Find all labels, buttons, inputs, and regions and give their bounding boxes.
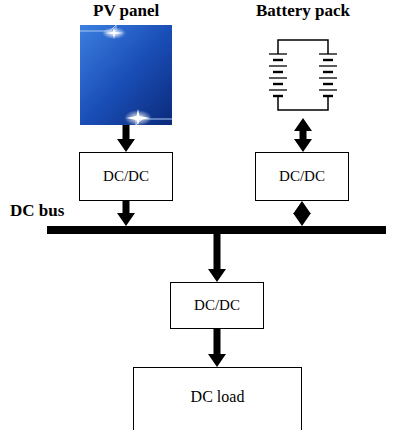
battery-pack: Battery pack — [266, 32, 340, 118]
cell-plate — [269, 77, 287, 78]
cell-plate — [269, 89, 287, 90]
cell-plate — [273, 71, 283, 73]
glare — [124, 110, 152, 125]
converter-label: DC/DC — [103, 168, 149, 185]
cell-plate — [319, 65, 337, 66]
converter-box: DC/DC — [170, 282, 264, 329]
cell-plate — [323, 83, 333, 85]
flow-arrow — [208, 329, 226, 367]
pv-panel-picture — [80, 25, 172, 125]
cell-plate — [273, 83, 283, 85]
cell-plate — [323, 71, 333, 73]
cell-plate — [269, 53, 287, 54]
battery-symbol — [266, 32, 340, 118]
cell-plate — [323, 59, 333, 61]
component-heading: Battery pack — [256, 1, 350, 21]
pv-panel: PV panel — [80, 25, 172, 125]
cell-plate — [319, 77, 337, 78]
flow-arrow — [117, 125, 135, 152]
flow-arrow — [208, 234, 226, 282]
glint — [126, 109, 150, 125]
load-label: DC load — [191, 388, 245, 406]
flow-arrow — [293, 201, 311, 226]
flow-arrow — [117, 201, 135, 226]
converter-box: DC/DC — [79, 152, 173, 201]
cell-plate — [319, 53, 337, 54]
dc-bus-bar: DC bus — [47, 226, 386, 234]
glint — [104, 27, 124, 39]
battery-wire — [278, 40, 328, 110]
load-box: DC load — [133, 367, 302, 430]
cell-edge — [80, 25, 172, 125]
component-heading: PV panel — [93, 1, 159, 21]
flow-arrow — [294, 118, 312, 152]
converter-box: DC/DC — [255, 152, 349, 201]
glare — [102, 27, 126, 39]
cell-plate — [269, 65, 287, 66]
cell-plate — [273, 95, 283, 97]
panel-face — [80, 25, 172, 125]
converter-label: DC/DC — [194, 297, 240, 314]
cell-plate — [323, 95, 333, 97]
component-heading: DC bus — [10, 201, 64, 221]
converter-label: DC/DC — [279, 168, 325, 185]
cell-plate — [273, 59, 283, 61]
cell-plate — [319, 89, 337, 90]
cell-edge — [116, 25, 136, 125]
